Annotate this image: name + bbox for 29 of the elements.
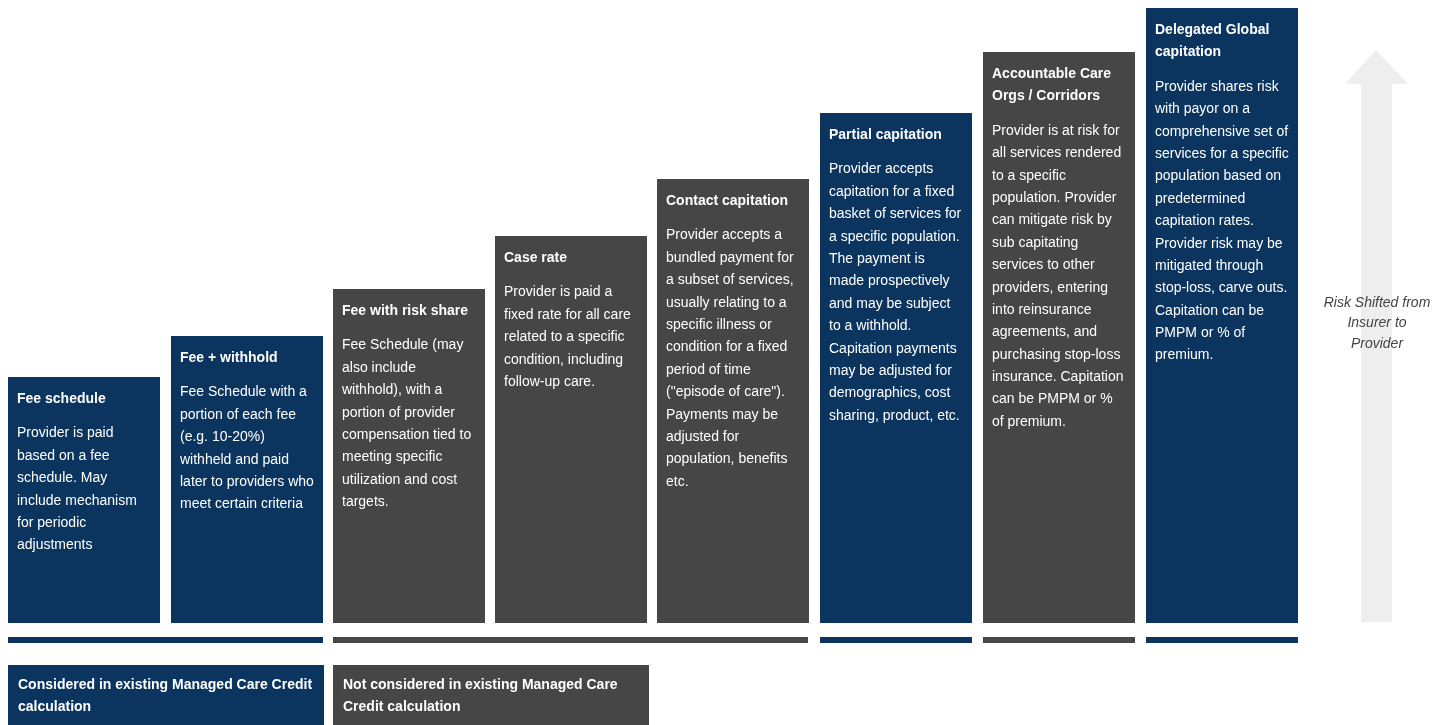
column-description: Provider accepts capitation for a fixed basket of services for a specific population. The payment is made prospectively and may be subject to a withhold. Capitation payments may be adjusted for demographics, cost sharing, product, etc. <box>829 159 963 425</box>
column-heading: Delegated Global capitation <box>1155 20 1271 62</box>
payment-model-column <box>820 113 972 623</box>
category-box <box>333 665 649 725</box>
column-heading: Case rate <box>504 248 569 267</box>
column-description: Fee Schedule with a portion of each fee (e.g. 10-20%) withheld and paid later to providers who meet certain criteria <box>180 382 314 514</box>
column-description: Fee Schedule (may also include withhold), with a portion of provider compensation tied to meeting specific utilization and cost targets. <box>342 335 473 512</box>
payment-model-column <box>1146 8 1298 623</box>
column-description: Provider accepts a bundled payment for a subset of services, usually relating to a specific illness or condition for a fixed period of time ("episode of care"). Payments may be adjusted for population, benefits etc. <box>666 225 795 491</box>
category-text: Considered in existing Managed Care Credit calculation <box>18 675 314 717</box>
column-heading: Fee + withhold <box>180 348 279 367</box>
column-heading: Partial capitation <box>829 125 943 144</box>
arrow-label: Risk Shifted from Insurer to Provider <box>1322 293 1432 353</box>
payment-model-column <box>495 236 647 623</box>
column-heading: Fee with risk share <box>342 301 470 320</box>
category-text: Not considered in existing Managed Care Credit calculation <box>343 675 619 717</box>
payment-model-column <box>333 289 485 623</box>
column-heading: Contact capitation <box>666 191 790 210</box>
payment-model-column <box>171 336 323 623</box>
column-description: Provider is paid a fixed rate for all care related to a specific condition, including follow-up care. <box>504 282 632 391</box>
payment-model-column <box>657 179 809 623</box>
column-description: Provider is at risk for all services rendered to a specific population. Provider can mitigate risk by sub capitating services to other providers, entering into reinsurance agreements, and purchasing stop-loss insurance. Capitation can be PMPM or % of premium. <box>992 120 1125 431</box>
column-description: Provider shares risk with payor on a comprehensive set of services for a specific population based on predetermined capitation rates. Provider risk may be mitigated through stop-loss, carve outs. Capitation can be PMPM or % of premium. <box>1155 76 1289 365</box>
payment-model-column <box>8 377 160 623</box>
payment-model-column <box>983 52 1135 623</box>
column-heading: Accountable Care Orgs / Corridors <box>992 64 1113 106</box>
column-heading: Fee schedule <box>17 389 107 408</box>
column-description: Provider is paid based on a fee schedule. May include mechanism for periodic adjustments <box>17 423 138 555</box>
category-box <box>8 665 324 725</box>
